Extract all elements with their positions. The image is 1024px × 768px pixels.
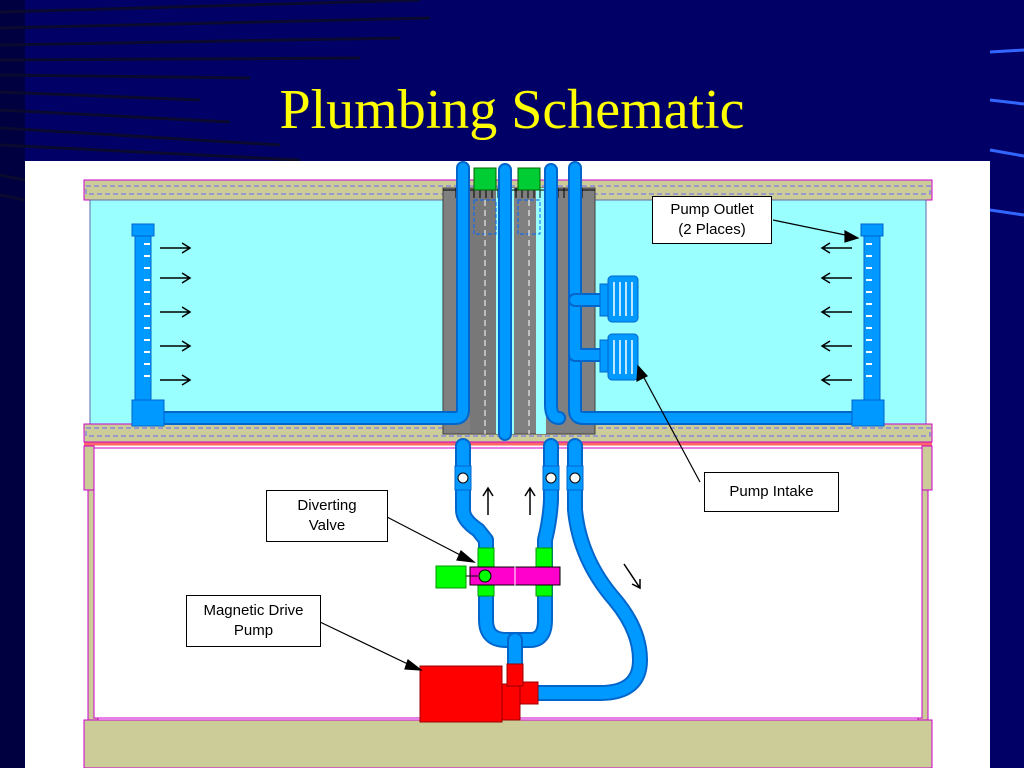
diverting-valve: [435, 545, 561, 600]
callout-pump-outlet: Pump Outlet (2 Places): [652, 196, 772, 244]
return-pipes: [143, 161, 869, 441]
callout-diverting-valve: Diverting Valve: [266, 490, 388, 542]
spray-bar-left: [131, 223, 165, 427]
slide-title: Plumbing Schematic: [279, 79, 745, 141]
callout-pump-intake: Pump Intake: [704, 472, 839, 512]
flow-arrows-left: [160, 242, 192, 386]
sump-plumbing: [455, 438, 648, 701]
sump-flow-arrows: [482, 486, 641, 590]
magnetic-drive-pump: [419, 663, 539, 723]
flow-arrows-right: [820, 242, 852, 386]
ball-valves: [454, 465, 584, 491]
spray-bar-right: [851, 223, 885, 427]
pump-intake-strainers: [599, 275, 639, 381]
callout-magnetic-drive-pump: Magnetic Drive Pump: [186, 595, 321, 647]
callout-leaders: [319, 219, 860, 671]
